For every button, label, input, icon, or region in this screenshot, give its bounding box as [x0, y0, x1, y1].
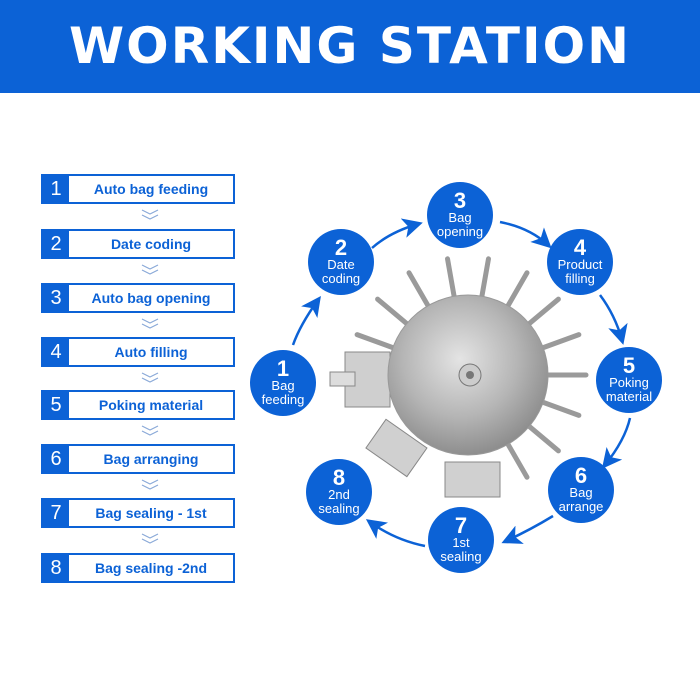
- step-row: 4 Auto filling: [41, 337, 235, 367]
- step-row: 6 Bag arranging: [41, 444, 235, 474]
- step-label: Auto bag opening: [91, 290, 211, 306]
- chevron-down-icon: [141, 372, 159, 383]
- step-label: Date coding: [110, 236, 192, 252]
- station-label-line2: sealing: [440, 549, 482, 564]
- chevron-down-icon: [141, 318, 159, 329]
- step-label: Poking material: [98, 397, 204, 413]
- step-number: 7: [43, 500, 69, 526]
- step-row: 1 Auto bag feeding: [41, 174, 235, 204]
- station-label-line2: filling: [565, 271, 595, 286]
- step-number: 4: [43, 339, 69, 365]
- station-label-line1: Poking: [609, 375, 649, 390]
- gripper-arms: [354, 256, 589, 480]
- step-number: 6: [43, 446, 69, 472]
- gripper-arm: [503, 437, 530, 480]
- step-number: 1: [43, 176, 69, 202]
- step-row: 2 Date coding: [41, 229, 235, 259]
- station-number: 8: [332, 465, 346, 490]
- step-row: 8 Bag sealing -2nd: [41, 553, 235, 583]
- gripper-arm: [478, 256, 491, 304]
- station-number: 5: [622, 353, 636, 378]
- gripper-arm: [535, 398, 582, 418]
- station-label-line2: arrange: [558, 499, 604, 514]
- station-number: 6: [574, 463, 588, 488]
- chevron-down-icon: [141, 533, 159, 544]
- sealer-1: [444, 461, 501, 498]
- step-row: 5 Poking material: [41, 390, 235, 420]
- gripper-arm: [522, 296, 561, 330]
- station-label-line1: Product: [557, 257, 603, 272]
- station-label-line2: coding: [321, 271, 361, 286]
- step-label: Auto bag feeding: [93, 181, 209, 197]
- chevron-down-icon: [141, 264, 159, 275]
- step-number: 2: [43, 231, 69, 257]
- station-label-line2: feeding: [261, 392, 305, 407]
- step-label: Bag arranging: [103, 451, 199, 467]
- station-number: 2: [334, 235, 348, 260]
- gripper-arm: [406, 270, 433, 313]
- station-label-line1: Bag: [448, 210, 472, 225]
- station-number: 1: [276, 356, 290, 381]
- station-number: 4: [573, 235, 587, 260]
- step-number: 3: [43, 285, 69, 311]
- sealer-2: [365, 418, 428, 478]
- station-label-line2: opening: [436, 224, 484, 239]
- station-label-line1: Date: [327, 257, 355, 272]
- station-number: 3: [453, 188, 467, 213]
- step-label: Bag sealing - 1st: [95, 505, 207, 521]
- gripper-arm: [522, 420, 561, 454]
- chevron-down-icon: [141, 425, 159, 436]
- station-label-line1: Bag: [569, 485, 593, 500]
- gripper-arm: [535, 332, 582, 352]
- chevron-down-icon: [141, 479, 159, 490]
- station-label-line1: 1st: [452, 535, 470, 550]
- page-title: WORKING STATION: [0, 0, 700, 93]
- flow-arrows: [291, 218, 632, 548]
- station-number: 7: [454, 513, 468, 538]
- gripper-arm: [375, 296, 414, 330]
- station-label-line1: 2nd: [328, 487, 350, 502]
- step-number: 8: [43, 555, 69, 581]
- gripper-arm: [354, 332, 401, 352]
- step-row: 7 Bag sealing - 1st: [41, 498, 235, 528]
- gripper-arm: [445, 256, 458, 304]
- station-label-line1: Bag: [271, 378, 295, 393]
- station-label-line2: material: [605, 389, 653, 404]
- station-label-line2: sealing: [318, 501, 360, 516]
- chevron-down-icon: [141, 209, 159, 220]
- step-row: 3 Auto bag opening: [41, 283, 235, 313]
- step-label: Auto filling: [114, 344, 188, 360]
- step-label: Bag sealing -2nd: [94, 560, 208, 576]
- gripper-arm: [503, 270, 530, 313]
- step-number: 5: [43, 392, 69, 418]
